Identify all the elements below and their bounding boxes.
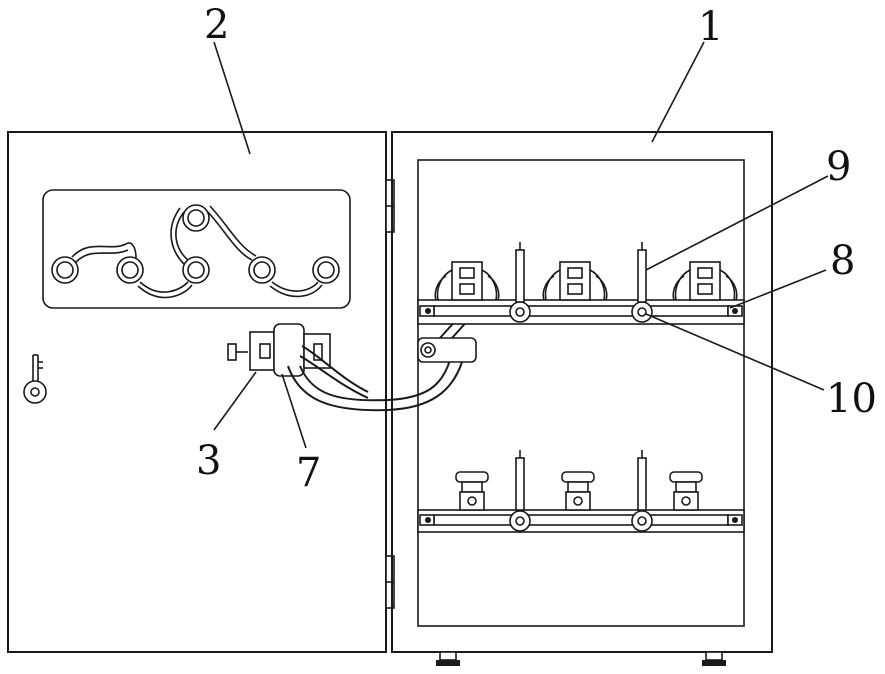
terminal-row	[52, 205, 339, 283]
lock-key-icon	[24, 355, 46, 403]
cabinet-door	[8, 132, 386, 652]
cabinet-body	[392, 132, 772, 666]
clamp-assembly	[228, 324, 330, 376]
label-rail: 8	[830, 238, 855, 284]
label-clamp-block: 7	[296, 450, 321, 496]
upper-components	[435, 262, 736, 300]
lower-components	[456, 472, 702, 510]
label-rod: 9	[826, 144, 851, 190]
leader-lines	[214, 42, 828, 448]
label-pivot: 10	[826, 376, 877, 422]
label-clamp-knob: 3	[196, 438, 221, 484]
label-cabinet-door: 2	[204, 2, 229, 48]
label-cabinet-body: 1	[698, 4, 723, 50]
